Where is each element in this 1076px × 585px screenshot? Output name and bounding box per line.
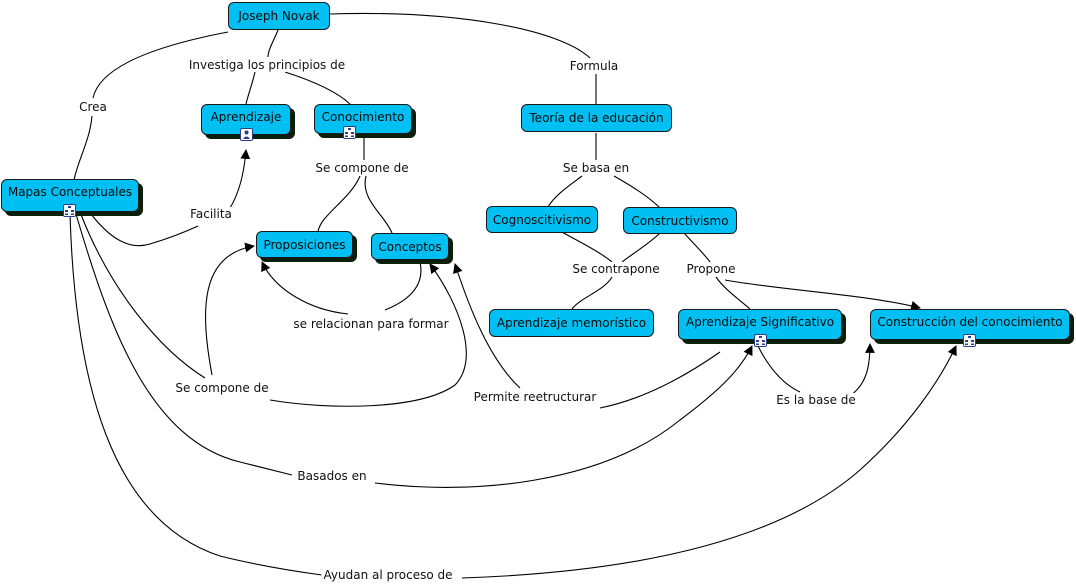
concept-map-badge-icon[interactable]	[963, 334, 976, 347]
node-mapas-conceptuales[interactable]: Mapas Conceptuales	[1, 179, 139, 217]
link-ayudan[interactable]: Ayudan al proceso de	[321, 568, 455, 582]
line-propone-construccion	[724, 279, 921, 311]
node-label: Aprendizaje	[210, 110, 282, 124]
node-label: Construcción del conocimiento	[877, 315, 1063, 329]
concept-map-badge-icon[interactable]	[343, 126, 356, 139]
line-basados-significativo	[374, 345, 753, 488]
line-significativo-permite	[599, 351, 721, 409]
node-label: Constructivismo	[631, 213, 729, 228]
line-mapas-basados	[75, 213, 293, 476]
node-teoria-educacion[interactable]: Teoría de la educación	[521, 104, 672, 132]
node-joseph-novak[interactable]: Joseph Novak	[228, 2, 330, 30]
node-aprendizaje-significativo[interactable]: Aprendizaje Significativo	[678, 309, 842, 347]
node-aprendizaje-memoristico[interactable]: Aprendizaje memorístico	[489, 309, 654, 337]
line-investiga-conocimiento	[284, 71, 351, 105]
line-investiga-aprendizaje	[245, 71, 256, 105]
line-novak-crea	[92, 31, 229, 99]
node-conocimiento[interactable]: Conocimiento	[314, 104, 412, 139]
node-construccion-conocimiento[interactable]: Construcción del conocimiento	[870, 309, 1070, 347]
line-novak-investiga	[267, 29, 279, 58]
node-label: Aprendizaje Significativo	[685, 315, 835, 329]
line-constructivismo-secontrapone	[621, 232, 661, 263]
line-cognos-secontrapone	[559, 230, 613, 263]
line-sebasa-cognoscitivismo	[547, 175, 583, 208]
line-propone-significativo	[715, 276, 751, 310]
line-ayudan-construccion	[461, 345, 957, 579]
line-permite-conceptos	[453, 263, 521, 389]
line-mapas-ayudan	[69, 213, 323, 576]
link-se-compone-de-1[interactable]: Se compone de	[313, 161, 411, 175]
concept-map-badge-icon[interactable]	[754, 334, 767, 347]
link-permite-reestructurar[interactable]: Permite reetructurar	[471, 390, 599, 404]
node-label: Cognoscitivismo	[492, 212, 592, 227]
line-mapas-facilita	[87, 209, 199, 247]
line-relacionan-proposiciones	[261, 261, 349, 315]
line-base-construccion	[849, 343, 875, 397]
link-investiga[interactable]: Investiga los principios de	[186, 58, 348, 72]
node-label: Mapas Conceptuales	[7, 185, 133, 199]
link-se-relacionan[interactable]: se relacionan para formar	[291, 317, 451, 331]
line-constructivismo-propone	[683, 232, 711, 263]
link-se-contrapone[interactable]: Se contrapone	[570, 262, 662, 276]
person-badge-icon[interactable]	[240, 128, 253, 141]
line-secompone-proposiciones	[317, 175, 361, 233]
node-label: Proposiciones	[263, 237, 346, 252]
line-significativo-base	[757, 345, 801, 393]
link-se-compone-de-2[interactable]: Se compone de	[173, 381, 271, 395]
line-facilita-aprendizaje	[229, 149, 251, 209]
line-crea-mapas	[73, 115, 93, 181]
link-basados-en[interactable]: Basados en	[295, 469, 369, 483]
link-formula[interactable]: Formula	[567, 59, 621, 73]
node-aprendizaje[interactable]: Aprendizaje	[201, 104, 291, 141]
link-se-basa-en[interactable]: Se basa en	[560, 161, 632, 175]
link-crea[interactable]: Crea	[77, 100, 109, 114]
node-conceptos[interactable]: Conceptos	[371, 233, 449, 260]
concept-map-badge-icon[interactable]	[63, 204, 76, 217]
link-es-la-base-de[interactable]: Es la base de	[774, 393, 858, 407]
line-conceptos-relacionan	[384, 261, 422, 311]
line-secompone2-conceptos	[269, 263, 467, 407]
line-sebasa-constructivismo	[613, 175, 661, 209]
link-propone[interactable]: Propone	[684, 262, 738, 276]
node-label: Conocimiento	[321, 110, 405, 124]
line-mapas-secompone2	[79, 211, 206, 379]
line-secompone2-proposiciones	[205, 242, 255, 376]
node-label: Aprendizaje memorístico	[496, 316, 647, 330]
node-label: Joseph Novak	[238, 9, 320, 23]
node-label: Teoría de la educación	[529, 111, 664, 125]
node-constructivismo[interactable]: Constructivismo	[623, 207, 737, 234]
node-cognoscitivismo[interactable]: Cognoscitivismo	[486, 206, 598, 233]
node-label: Conceptos	[378, 239, 442, 254]
node-proposiciones[interactable]: Proposiciones	[256, 231, 353, 258]
link-facilita[interactable]: Facilita	[188, 207, 234, 221]
line-secompone-conceptos	[364, 175, 393, 234]
line-novak-formula	[329, 12, 591, 59]
line-secontrapone-memoristico	[571, 276, 613, 310]
